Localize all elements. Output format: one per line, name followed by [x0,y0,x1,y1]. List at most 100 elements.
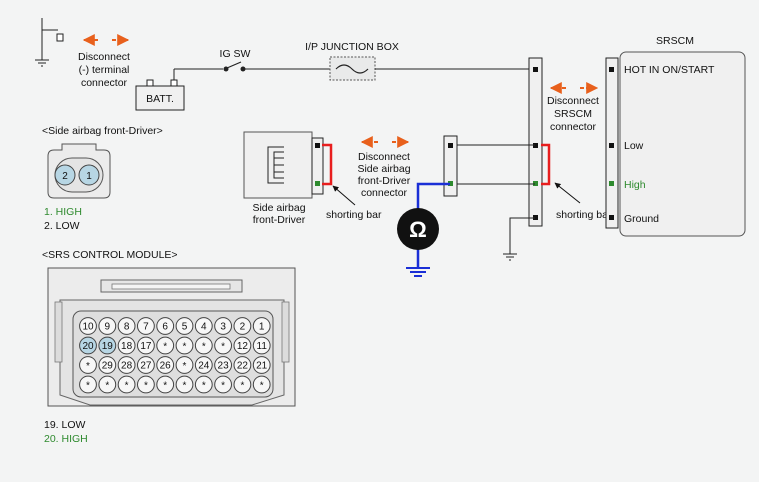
srscm-shorting-bar [541,143,551,186]
srs-pin-23 [214,356,233,374]
srs-pin-label: 3 [220,322,226,333]
srs-pin-label: 20 [82,341,94,352]
srs-pin-5 [175,317,194,335]
srs-pin-unused [79,356,97,374]
srs-pin-21 [252,356,271,374]
ohm-icon: Ω [409,217,427,242]
srs-module-legend-2: 20. HIGH [44,433,88,445]
side-airbag-label-2: front-Driver [253,214,306,226]
srs-pin-label: * [125,381,129,392]
battery-negative-ground [35,18,64,67]
srs-pin-24 [194,356,213,374]
side-airbag-shorting-bar [322,143,333,186]
harness-connector [443,135,535,197]
side-airbag-pin-1: 1 [86,171,92,182]
srs-pin-label: 1 [259,322,265,333]
disconnect-side-airbag-label-1: Disconnect [358,151,410,163]
side-airbag-component [243,131,324,199]
srs-pin-label: 6 [162,322,168,333]
disconnect-srscm-label-3: connector [550,121,597,133]
srs-pin-10 [79,317,97,335]
srs-pin-20 [79,336,97,355]
side-airbag-connector-face [47,143,111,199]
srs-pin-22 [233,356,252,374]
srs-pin-12 [233,336,252,355]
ohmmeter-wiring [406,182,450,277]
srs-pin-label: * [86,381,90,392]
disconnect-side-airbag-label-3: front-Driver [358,175,411,187]
srs-pin-unused [252,375,271,394]
srs-pin-label: 19 [102,341,114,352]
srs-pin-label: * [202,342,206,353]
srs-pin-label: * [221,342,225,353]
srs-pin-label: * [183,361,187,372]
srs-pin-label: 8 [124,322,130,333]
srs-pin-label: 26 [160,361,172,372]
srs-pin-unused [214,336,233,355]
side-airbag-pin-2: 2 [62,171,68,182]
srs-pin-label: 12 [237,341,249,352]
disconnect-srscm-label-2: SRSCM [554,108,592,120]
srs-pin-label: 11 [257,341,268,352]
srs-pin-unused [233,375,252,394]
shorting-bar-left-label: shorting bar [326,209,382,221]
srs-pin-label: * [202,381,206,392]
srs-pin-unused [175,375,194,394]
srs-pin-unused [79,375,97,394]
srs-pin-unused [156,375,175,394]
srs-pin-label: * [105,381,109,392]
srs-pin-2 [233,317,252,335]
srscm-ground-symbol [503,217,535,261]
srs-pin-label: * [144,381,148,392]
srs-pin-label: * [183,381,187,392]
srs-pin-26 [156,356,175,374]
srs-pin-1 [252,317,271,335]
srs-pin-label: 21 [256,361,268,372]
srs-pin-label: 23 [218,361,230,372]
srs-pin-label: 9 [105,322,111,333]
srs-pin-label: 28 [121,361,133,372]
srs-pin-label: * [86,361,90,372]
srs-module-legend-1: 19. LOW [44,419,86,431]
ig-sw-label: IG SW [220,48,251,60]
srs-pin-unused [194,336,213,355]
disconnect-terminal-label-2: (-) terminal [79,64,130,76]
srscm-pin-ground: Ground [624,213,659,225]
srs-pin-28 [117,356,136,374]
srscm-module [605,51,746,237]
srs-pin-6 [156,317,175,335]
srs-pin-27 [137,356,155,374]
srs-pin-unused [156,336,175,355]
srs-pin-29 [98,356,117,374]
disconnect-side-airbag-label-2: Side airbag [357,163,410,175]
disconnect-terminal-label-3: connector [81,77,128,89]
srscm-connector [528,57,543,227]
srs-pin-4 [194,317,213,335]
srscm-pin-high: High [624,179,646,191]
srs-pin-unused [214,375,233,394]
srs-pin-3 [214,317,233,335]
srs-pin-19 [98,336,117,355]
ip-junction-box-label: I/P JUNCTION BOX [305,41,399,53]
srs-pin-unused [137,375,155,394]
battery-label: BATT. [146,93,174,105]
srs-pin-8 [117,317,136,335]
srs-pin-unused [98,375,117,394]
srs-pin-11 [252,336,271,355]
ip-junction-box-fuse [329,56,535,81]
ohmmeter: Ω [397,208,439,250]
disconnect-srscm-label-1: Disconnect [547,95,599,107]
srs-pin-label: * [183,342,187,353]
side-airbag-section-title: <Side airbag front-Driver> [42,125,163,137]
srs-pin-unused [175,336,194,355]
srscm-pin-hot: HOT IN ON/START [624,64,715,76]
srs-pin-label: * [163,381,167,392]
srs-pin-label: 22 [237,361,249,372]
srs-pin-unused [194,375,213,394]
ig-switch [223,61,331,72]
srs-pin-18 [117,336,136,355]
srs-pin-label: 17 [140,341,152,352]
side-airbag-legend-2: 2. LOW [44,220,80,232]
